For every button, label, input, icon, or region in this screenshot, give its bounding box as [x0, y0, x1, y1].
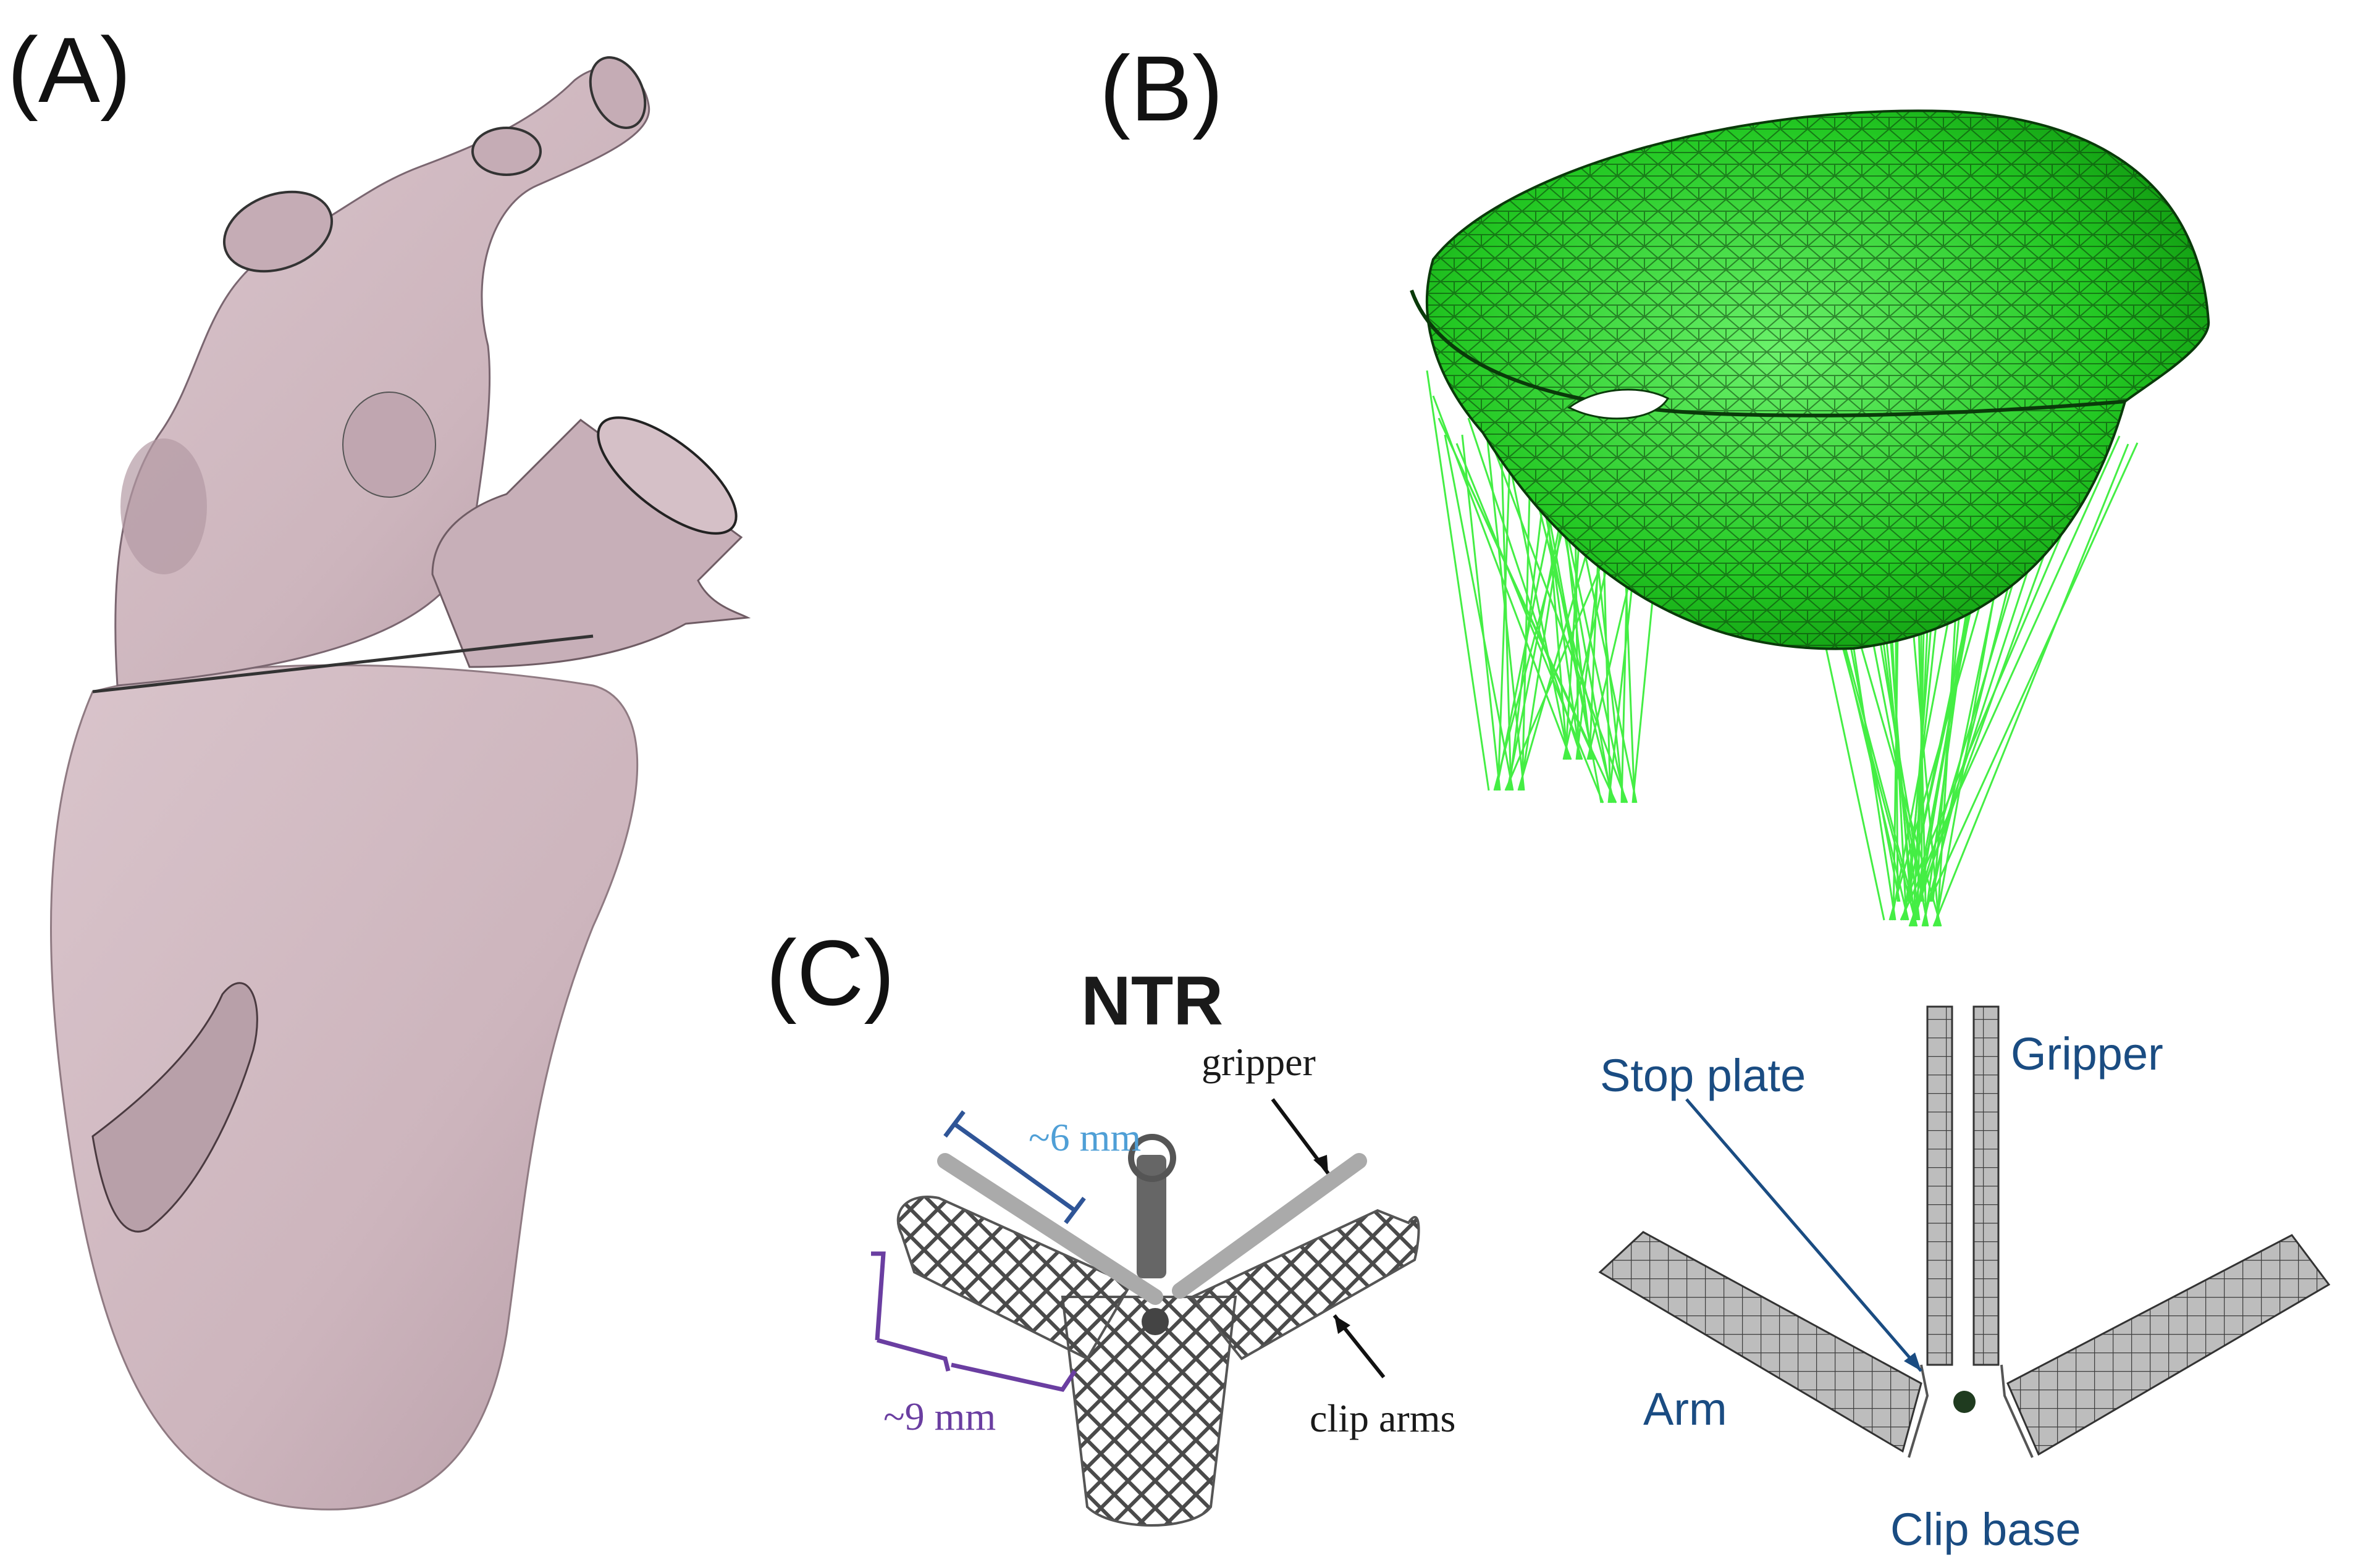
- label-stop-plate: Stop plate: [1600, 1050, 1806, 1101]
- label-gripper-fem: Gripper: [2011, 1028, 2163, 1080]
- device-title: NTR: [1081, 962, 1224, 1039]
- chorda-line: [1928, 442, 2139, 902]
- shading-patch: [120, 438, 207, 574]
- mitral-annulus-line: [92, 634, 594, 694]
- clip-actuator-loop: [1128, 1134, 1176, 1182]
- chorda-line: [1426, 370, 1490, 791]
- panel-c-fem-model: [1598, 1005, 2331, 1458]
- clip-base-lattice: [1061, 1296, 1237, 1527]
- gripper-right: [1172, 1153, 1367, 1299]
- fem-arm-right-mesh: [2006, 1234, 2331, 1456]
- valve-orifice: [1567, 388, 1670, 420]
- chorda-line: [1444, 434, 1514, 791]
- label-clip-arms-photo: clip arms: [1310, 1396, 1456, 1440]
- label-dimension-9mm: ~9 mm: [883, 1394, 996, 1438]
- label-dimension-6mm: ~6 mm: [1029, 1115, 1142, 1159]
- clip-hinge: [1142, 1308, 1169, 1335]
- aortic-outlet: [597, 416, 738, 535]
- panel-c-ntr-photo: [871, 1098, 1420, 1527]
- chorda-line: [1449, 443, 1596, 760]
- pulmonary-vein-ostium: [222, 190, 334, 273]
- chorda-line: [1932, 443, 2129, 927]
- chorda-line: [1900, 435, 2121, 921]
- shading-patch: [342, 392, 436, 498]
- arrow-gripper: [1271, 1098, 1330, 1175]
- gripper-left: [937, 1153, 1163, 1305]
- pulmonary-vein-ostium: [471, 127, 542, 176]
- papillary-muscle: [91, 982, 258, 1233]
- fem-clip-base: [1908, 1364, 2034, 1458]
- label-clip-base-fem: Clip base: [1890, 1504, 2081, 1555]
- left-ventricle: [50, 664, 639, 1511]
- clip-actuator: [1137, 1155, 1166, 1278]
- clip-arm-right-lattice: [1190, 1209, 1420, 1360]
- label-gripper-photo: gripper: [1202, 1040, 1316, 1084]
- label-arm-fem: Arm: [1643, 1383, 1727, 1435]
- panel-b-valve-model: [1410, 109, 2210, 927]
- fem-gripper-right-mesh: [1972, 1005, 2000, 1366]
- aortic-root: [431, 419, 751, 668]
- arrow-stop-plate: [1685, 1098, 1922, 1372]
- dimension-bracket-9mm: [871, 1251, 1077, 1392]
- panel-a-heart-model: [50, 56, 751, 1511]
- pulmonary-vein-ostium: [589, 56, 647, 129]
- valve-leaflets-mesh: [1426, 111, 2209, 649]
- fem-arm-left-mesh: [1598, 1231, 1922, 1453]
- panel-label-c: (C): [766, 921, 895, 1025]
- fem-hinge-pin: [1953, 1391, 1976, 1413]
- chorda-line: [1461, 434, 1501, 791]
- clip-arm-left-lattice: [896, 1196, 1132, 1360]
- dimension-bracket-6mm: [943, 1110, 1086, 1225]
- panel-label-b: (B): [1100, 36, 1223, 140]
- fem-gripper-left-mesh: [1926, 1005, 1953, 1366]
- valve-annulus-rim: [1410, 290, 2126, 417]
- panel-label-a: (A): [7, 18, 131, 122]
- arrow-clip-arms: [1332, 1314, 1386, 1378]
